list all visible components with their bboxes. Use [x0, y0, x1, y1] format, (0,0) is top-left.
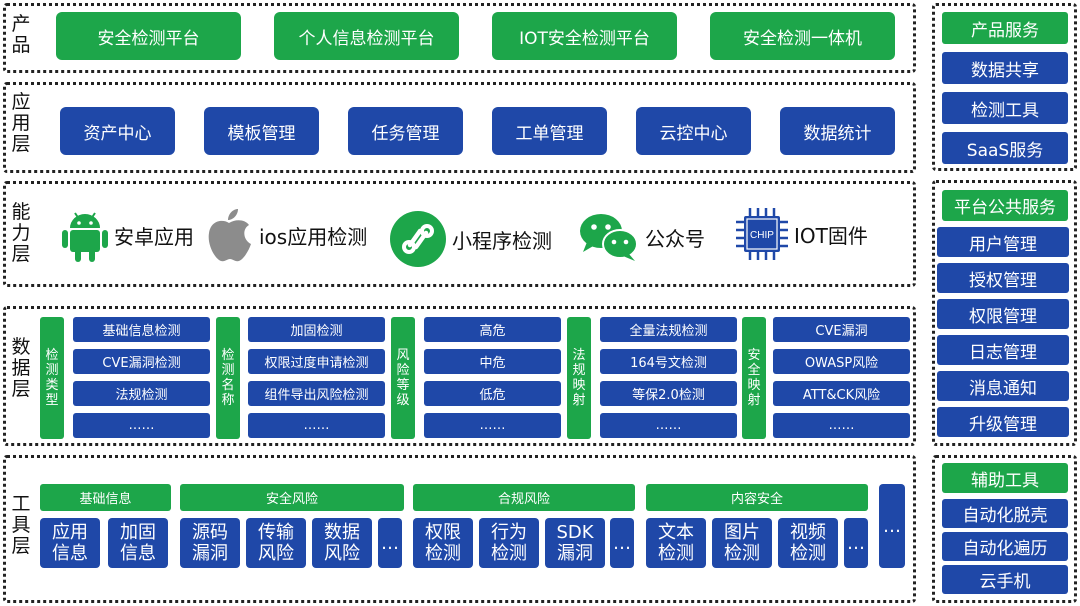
data-item-more[interactable]: …… — [600, 413, 737, 438]
tool-layer — [3, 455, 916, 603]
sidebar-item-notifications[interactable]: 消息通知 — [937, 371, 1069, 401]
capability-layer — [3, 181, 916, 287]
data-item[interactable]: 基础信息检测 — [73, 317, 210, 342]
data-layer-title: 数据层 — [11, 336, 31, 400]
chip-icon-text: CHIP — [750, 230, 774, 241]
tool-item-more[interactable]: … — [378, 518, 402, 568]
app-asset-center[interactable]: 资产中心 — [60, 107, 175, 155]
sidebar-item-upgrade-management[interactable]: 升级管理 — [937, 407, 1069, 437]
data-item[interactable]: 164号文检测 — [600, 349, 737, 374]
data-item[interactable]: OWASP风险 — [773, 349, 910, 374]
tool-layer-title: 工具层 — [11, 493, 31, 557]
tool-item[interactable]: 加固 信息 — [108, 518, 168, 568]
application-layer-title: 应用层 — [11, 91, 31, 155]
capability-ios[interactable]: ios应用检测 — [205, 207, 367, 263]
wechat-icon — [580, 214, 638, 261]
data-item[interactable]: 组件导出风险检测 — [248, 381, 385, 406]
sidebar-head-auxiliary-tools: 辅助工具 — [942, 463, 1068, 493]
data-item[interactable]: 加固检测 — [248, 317, 385, 342]
sidebar-product-services — [932, 3, 1077, 171]
data-item-more[interactable]: …… — [73, 413, 210, 438]
product-all-in-one[interactable]: 安全检测一体机 — [710, 12, 895, 60]
tool-group-head-content-security: 内容安全 — [646, 484, 868, 511]
apple-icon — [208, 209, 251, 262]
tool-item[interactable]: 应用 信息 — [40, 518, 100, 568]
data-item[interactable]: CVE漏洞检测 — [73, 349, 210, 374]
sidebar-item-auto-unpack[interactable]: 自动化脱壳 — [942, 499, 1068, 528]
data-item-more[interactable]: …… — [773, 413, 910, 438]
capability-iot-firmware-label: IOT固件 — [794, 223, 868, 248]
app-ticket-management[interactable]: 工单管理 — [492, 107, 607, 155]
tool-item[interactable]: 源码 漏洞 — [180, 518, 240, 568]
sidebar-platform-services — [932, 180, 1077, 446]
capability-official-account[interactable]: 公众号 — [579, 212, 705, 262]
product-platform-privacy[interactable]: 个人信息检测平台 — [274, 12, 459, 60]
tool-item[interactable]: 行为 检测 — [479, 518, 539, 568]
sidebar-head-product-services: 产品服务 — [942, 12, 1068, 44]
sidebar-head-platform-services: 平台公共服务 — [942, 190, 1068, 221]
app-data-statistics[interactable]: 数据统计 — [780, 107, 895, 155]
tool-extra-more[interactable]: … — [879, 484, 905, 568]
data-item[interactable]: CVE漏洞 — [773, 317, 910, 342]
sidebar-item-saas[interactable]: SaaS服务 — [942, 132, 1068, 164]
sidebar-item-user-management[interactable]: 用户管理 — [937, 227, 1069, 257]
data-item-more[interactable]: …… — [248, 413, 385, 438]
data-item[interactable]: ATT&CK风险 — [773, 381, 910, 406]
sidebar-auxiliary-tools — [932, 455, 1077, 603]
android-icon — [62, 212, 108, 262]
data-group-tab-regulation-mapping: 法规映射 — [567, 317, 591, 439]
data-item[interactable]: 低危 — [424, 381, 561, 406]
sidebar-item-log-management[interactable]: 日志管理 — [937, 335, 1069, 365]
data-item[interactable]: 中危 — [424, 349, 561, 374]
tool-group-head-security-risk: 安全风险 — [180, 484, 404, 511]
data-item-more[interactable]: …… — [424, 413, 561, 438]
sidebar-item-data-sharing[interactable]: 数据共享 — [942, 52, 1068, 84]
tool-item[interactable]: 图片 检测 — [712, 518, 772, 568]
tool-item-more[interactable]: … — [844, 518, 868, 568]
data-item[interactable]: 权限过度申请检测 — [248, 349, 385, 374]
sidebar-item-permission-management[interactable]: 权限管理 — [937, 299, 1069, 329]
mini-program-icon — [390, 211, 446, 267]
tool-item[interactable]: 视频 检测 — [778, 518, 838, 568]
tool-item[interactable]: 文本 检测 — [646, 518, 706, 568]
tool-item[interactable]: SDK 漏洞 — [545, 518, 605, 568]
tool-group-head-compliance-risk: 合规风险 — [413, 484, 635, 511]
data-item[interactable]: 高危 — [424, 317, 561, 342]
data-group-tab-detection-name: 检测名称 — [216, 317, 240, 439]
product-layer — [3, 3, 916, 73]
tool-item-more[interactable]: … — [610, 518, 634, 568]
app-cloud-control[interactable]: 云控中心 — [636, 107, 751, 155]
capability-android-label: 安卓应用 — [114, 224, 194, 249]
capability-iot-firmware[interactable]: CHIP IOT固件 — [736, 208, 868, 260]
chip-icon: CHIP — [736, 208, 788, 260]
data-item[interactable]: 等保2.0检测 — [600, 381, 737, 406]
capability-android[interactable]: 安卓应用 — [62, 208, 194, 262]
capability-mini-program-label: 小程序检测 — [452, 228, 552, 253]
tool-item[interactable]: 数据 风险 — [312, 518, 372, 568]
tool-item[interactable]: 权限 检测 — [413, 518, 473, 568]
capability-ios-label: ios应用检测 — [259, 224, 368, 249]
data-group-tab-detection-type: 检测类型 — [40, 317, 64, 439]
product-platform-iot[interactable]: IOT安全检测平台 — [492, 12, 677, 60]
application-layer — [3, 82, 916, 173]
app-template-management[interactable]: 模板管理 — [204, 107, 319, 155]
tool-item[interactable]: 传输 风险 — [246, 518, 306, 568]
data-layer — [3, 306, 916, 446]
tool-group-head-basic-info: 基础信息 — [40, 484, 171, 511]
data-item[interactable]: 法规检测 — [73, 381, 210, 406]
capability-official-account-label: 公众号 — [645, 226, 705, 251]
product-layer-title: 产品 — [11, 13, 31, 56]
sidebar-item-detection-tools[interactable]: 检测工具 — [942, 92, 1068, 124]
sidebar-item-auto-traverse[interactable]: 自动化遍历 — [942, 532, 1068, 561]
data-group-tab-risk-level: 风险等级 — [391, 317, 415, 439]
data-item[interactable]: 全量法规检测 — [600, 317, 737, 342]
sidebar-item-license-management[interactable]: 授权管理 — [937, 263, 1069, 293]
sidebar-item-cloud-phone[interactable]: 云手机 — [942, 565, 1068, 594]
capability-mini-program[interactable]: 小程序检测 — [390, 211, 552, 267]
capability-layer-title: 能力层 — [11, 201, 31, 265]
app-task-management[interactable]: 任务管理 — [348, 107, 463, 155]
product-platform-security[interactable]: 安全检测平台 — [56, 12, 241, 60]
data-group-tab-security-mapping: 安全映射 — [742, 317, 766, 439]
